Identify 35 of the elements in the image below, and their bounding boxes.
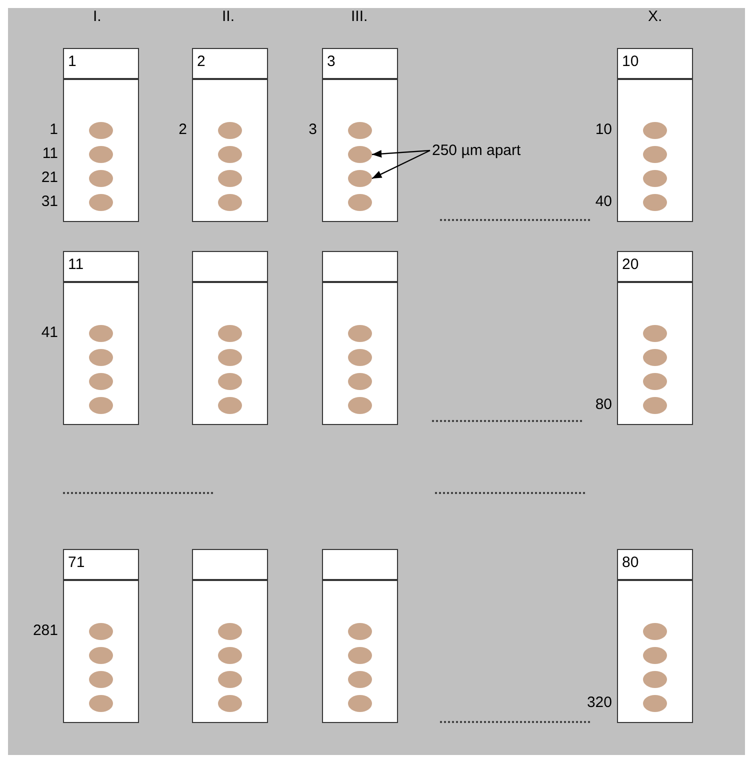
spot-number: 10 bbox=[594, 121, 612, 138]
sample-spot bbox=[348, 146, 372, 163]
spot-number: 2 bbox=[178, 121, 187, 138]
slide-number: 3 bbox=[327, 53, 336, 70]
spot-number: 3 bbox=[308, 121, 317, 138]
spot-number: 320 bbox=[586, 694, 612, 711]
spot-number: 21 bbox=[40, 169, 58, 186]
slide-number: 10 bbox=[622, 53, 639, 70]
spot-number: 80 bbox=[594, 396, 612, 413]
column-heading: X. bbox=[648, 8, 662, 25]
slide-number: 1 bbox=[68, 53, 76, 70]
slide-number: 11 bbox=[68, 256, 84, 273]
spot-number: 281 bbox=[32, 622, 58, 639]
microscope-slide bbox=[192, 549, 268, 723]
spot-number: 40 bbox=[594, 193, 612, 210]
sample-spot bbox=[348, 122, 372, 139]
column-heading: II. bbox=[222, 8, 235, 25]
spot-number: 1 bbox=[48, 121, 58, 138]
microscope-slide bbox=[322, 251, 398, 425]
sample-spot bbox=[348, 194, 372, 211]
spot-number: 31 bbox=[40, 193, 58, 210]
slide-number: 20 bbox=[622, 256, 639, 273]
slide-number: 71 bbox=[68, 554, 85, 571]
leader-arrow bbox=[372, 150, 430, 158]
annotation-text: 250 µm apart bbox=[432, 142, 521, 159]
leader-arrow bbox=[372, 150, 430, 180]
column-heading: I. bbox=[93, 8, 102, 25]
slide-number: 2 bbox=[197, 53, 206, 70]
column-heading: III. bbox=[351, 8, 368, 25]
sample-spot bbox=[348, 170, 372, 187]
spot-number: 11 bbox=[41, 145, 58, 162]
spot-number: 41 bbox=[40, 324, 58, 341]
slide-number: 80 bbox=[622, 554, 639, 571]
microscope-slide bbox=[192, 251, 268, 425]
microscope-slide bbox=[322, 549, 398, 723]
